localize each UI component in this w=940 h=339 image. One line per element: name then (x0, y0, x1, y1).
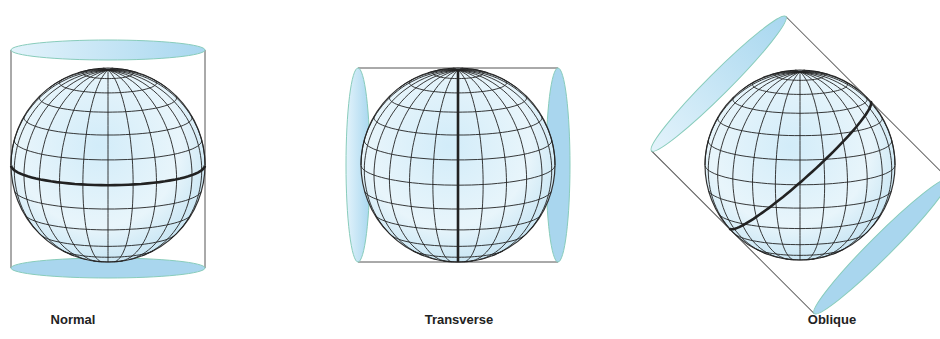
projection-label: Oblique (808, 312, 856, 327)
graticule-line (705, 72, 800, 165)
graticule-line (800, 72, 848, 259)
graticule-line (457, 70, 460, 262)
globes (11, 68, 895, 262)
graticule-line (729, 101, 871, 229)
graticule-line (753, 72, 801, 259)
globe (705, 70, 895, 260)
oblique-cylinder (644, 9, 940, 322)
graticule-line (800, 72, 882, 254)
graticule-line (108, 70, 177, 260)
graticule-line (458, 70, 555, 165)
graticule-line (800, 71, 817, 72)
graticule-line (800, 71, 810, 73)
graticule-line (733, 72, 800, 258)
graticule-line (458, 68, 463, 70)
graticule-line (108, 70, 202, 239)
graticule-line (800, 70, 805, 72)
graticule-line (458, 69, 476, 70)
projection-label: Transverse (425, 312, 494, 327)
graticule-line (800, 72, 895, 165)
globe (361, 68, 555, 262)
graticule-line (458, 70, 488, 73)
graticule-line (458, 70, 542, 256)
graticule-line (458, 70, 527, 260)
graticule-line (108, 70, 167, 88)
transverse-cylinder (346, 68, 570, 262)
projection-label: Normal (51, 312, 96, 327)
graticule-line (800, 72, 867, 258)
graticule-line (458, 70, 483, 262)
graticule-line (108, 68, 113, 70)
graticule-line (410, 70, 459, 261)
graticule-line (108, 70, 133, 262)
graticule-line (108, 70, 192, 256)
graticule-line (39, 70, 108, 260)
graticule-line (108, 70, 138, 73)
graticule-line (361, 70, 458, 165)
graticule-line (108, 70, 109, 262)
graticule-line (60, 70, 109, 261)
graticule-line (83, 70, 108, 262)
graticule-line (800, 72, 858, 90)
globe-disc (705, 70, 895, 260)
graticule-line (108, 70, 157, 261)
graticule-line (800, 72, 830, 75)
graticule-line (800, 72, 801, 260)
graticule-line (458, 69, 468, 71)
graticule-line (458, 70, 552, 239)
graticule-line (389, 70, 458, 260)
graticule-line (433, 70, 458, 262)
graticule-line (775, 72, 800, 260)
graticule-line (108, 69, 118, 71)
graticule-line (800, 72, 825, 260)
graticule-line (458, 70, 517, 88)
globe (11, 68, 205, 262)
graticule-line (108, 70, 205, 165)
globe-disc (361, 68, 555, 262)
graticule-line (458, 70, 507, 261)
graticule-line (800, 72, 892, 237)
graticule-line (11, 70, 108, 165)
graticule-line (108, 69, 126, 70)
normal-cylinder (11, 40, 205, 278)
globe-disc (11, 68, 205, 262)
